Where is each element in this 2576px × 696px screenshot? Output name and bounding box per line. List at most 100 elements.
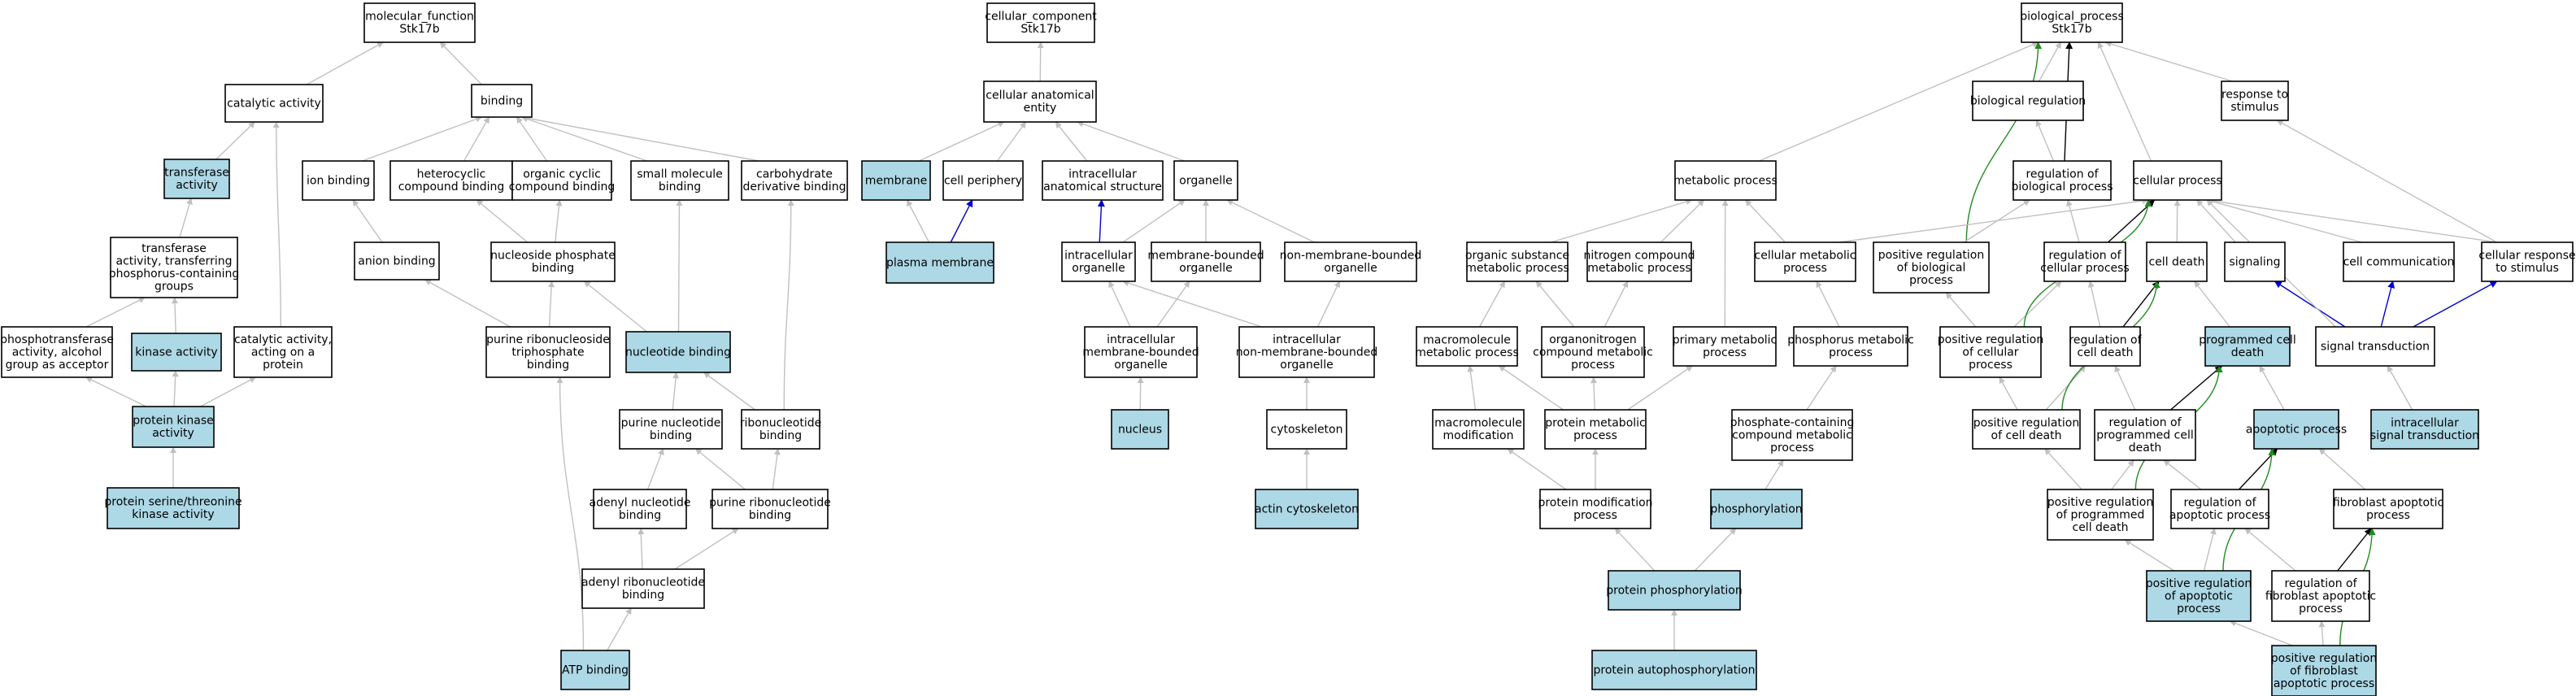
edge-pcd-to-celldeath	[2194, 281, 2230, 328]
edge	[1999, 376, 2018, 411]
edge	[1614, 528, 1656, 572]
edge	[1838, 198, 2149, 243]
node-sigtrans[interactable]: signal transduction	[2315, 326, 2435, 367]
node-anion[interactable]: anion binding	[354, 241, 440, 281]
node-label-line: compound metabolic	[1732, 428, 1852, 442]
node-label-line: phosphate-containing	[1730, 416, 1855, 429]
node-membrane[interactable]: membrane	[861, 160, 931, 201]
edge	[2380, 281, 2395, 328]
node-cytosk[interactable]: cytoskeleton	[1266, 409, 1347, 450]
node-atp[interactable]: ATP binding	[560, 650, 630, 690]
node-binding[interactable]: binding	[471, 84, 533, 118]
node-ionb[interactable]: ion binding	[302, 160, 375, 201]
edge	[783, 199, 794, 411]
node-celldeath[interactable]: cell death	[2146, 241, 2208, 282]
edge-regapop-to-apop	[2238, 448, 2278, 490]
node-organelle[interactable]: organelle	[1173, 160, 1238, 201]
node-kinase[interactable]: kinase activity	[131, 333, 222, 372]
node-nucb[interactable]: nucleotide binding	[625, 331, 731, 373]
node-cat[interactable]: catalytic activity	[224, 84, 324, 123]
node-protauto[interactable]: protein autophosphorylation	[1591, 650, 1757, 690]
node-cellproc[interactable]: cellular process	[2133, 160, 2222, 201]
edge	[2203, 528, 2217, 572]
node-actin[interactable]: actin cytoskeleton	[1255, 489, 1359, 529]
edge-sigtrans-to-signaling	[2274, 281, 2346, 328]
edge-protphos-to-protmod	[1614, 528, 1656, 572]
edge-phosmet-to-cellmet	[1816, 281, 1840, 328]
node-metab[interactable]: metabolic process	[1673, 160, 1778, 201]
edge-posregcell-to-posregbio	[1945, 292, 1977, 328]
node-inmbo[interactable]: intracellularnon-membrane-boundedorganel…	[1236, 326, 1378, 378]
node-nucleus[interactable]: nucleus	[1111, 409, 1169, 450]
node-phosph[interactable]: phosphorylation	[1710, 489, 1803, 529]
node-box	[1042, 160, 1164, 201]
node-cellcomm[interactable]: cell communication	[2343, 241, 2455, 282]
node-pm[interactable]: plasma membrane	[886, 241, 994, 284]
node-signaling[interactable]: signaling	[2224, 241, 2286, 282]
node-protphos[interactable]: protein phosphorylation	[1606, 570, 1743, 611]
edge-regpcd-to-regcd	[2114, 365, 2136, 411]
node-biorec[interactable]: biological regulation	[1970, 80, 2086, 121]
node-box	[1541, 326, 1645, 378]
node-apop[interactable]: apoptotic process	[2246, 409, 2347, 450]
node-cellper[interactable]: cell periphery	[942, 160, 1024, 201]
edge-transferase-to-cat	[215, 121, 255, 160]
node-label-line: process	[2299, 602, 2343, 616]
edge-nucb-to-nucphos	[583, 281, 647, 333]
